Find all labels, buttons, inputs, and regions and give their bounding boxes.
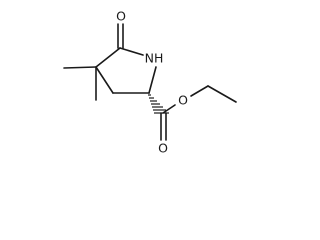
chemical-structure: O NH O O xyxy=(63,9,237,156)
bond-ch2-ch3 xyxy=(207,85,237,103)
ester-carbonyl-oxygen-label: O xyxy=(158,141,168,156)
bond-o-ch2 xyxy=(190,85,209,97)
ring-nh-label: NH xyxy=(145,51,164,66)
bond-c3-c4 xyxy=(95,66,114,94)
bond-n-c2 xyxy=(148,66,157,94)
bond-c4-methyl-left xyxy=(63,66,97,69)
bond-ester-c-o-single xyxy=(162,104,176,114)
bond-c4-c5 xyxy=(95,47,121,68)
bond-c5-n-visible xyxy=(119,47,144,56)
ester-ether-oxygen-label: O xyxy=(178,93,188,108)
ring-carbonyl-oxygen-label: O xyxy=(116,9,126,24)
